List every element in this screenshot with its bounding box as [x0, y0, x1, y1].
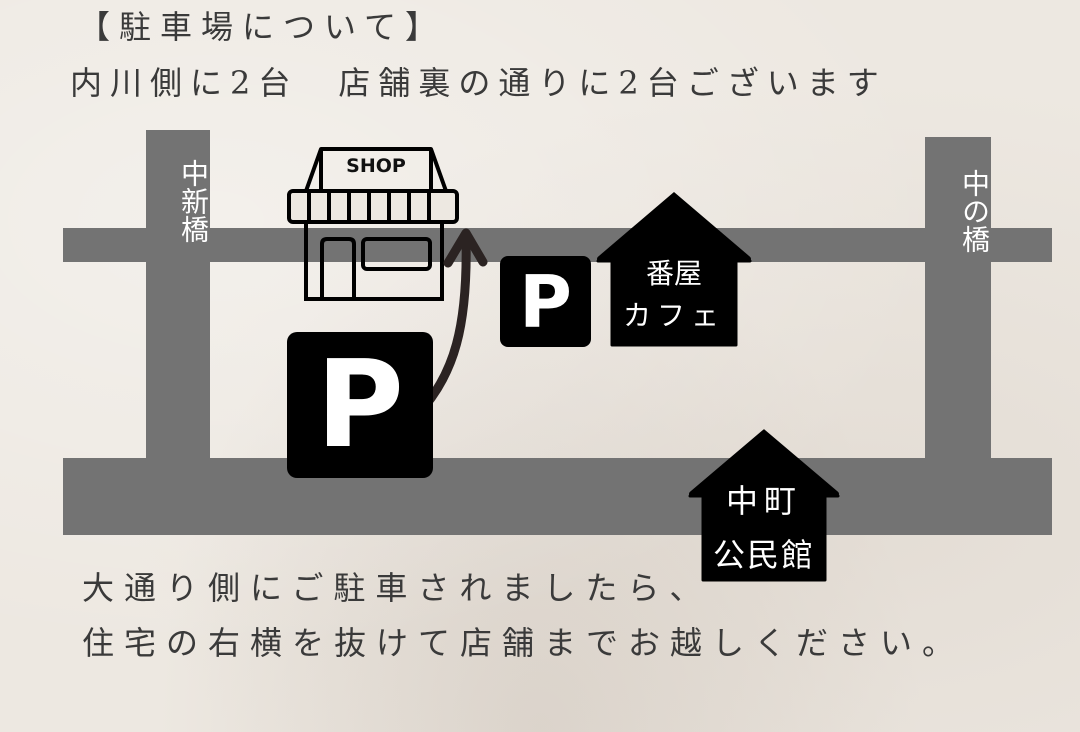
house-icon	[596, 192, 752, 347]
parking-sign-large: P	[287, 332, 433, 478]
hall-label-line2: 公民館	[712, 536, 815, 574]
hall-label-line1: 中町	[725, 482, 802, 520]
cafe-label-line1: 番屋	[645, 257, 702, 290]
left-bridge-label: 中新橋	[146, 146, 210, 256]
right-vertical-road	[925, 137, 991, 460]
cafe-label-line2: カフェ	[622, 299, 725, 332]
directions-note-line2: 住宅の右横を抜けて店舗までお越しください。	[82, 624, 965, 662]
landmark-nakamachi-community-hall: 中町 公民館	[688, 429, 840, 582]
shop-icon: SHOP	[286, 146, 460, 302]
right-bridge-label: 中の橋	[925, 156, 991, 266]
parking-sign-small: P	[500, 256, 591, 347]
landmark-banya-cafe: 番屋 カフェ	[596, 192, 752, 347]
bottom-road	[63, 458, 1052, 535]
parking-large-letter: P	[316, 335, 404, 475]
page-title: 【駐車場について】	[78, 8, 447, 46]
house-icon	[688, 429, 840, 582]
shop-sign-text: SHOP	[346, 155, 406, 177]
shop-building-icon	[287, 147, 459, 301]
right-bridge-text: 中の橋	[958, 169, 991, 253]
parking-small-letter: P	[519, 259, 572, 344]
directions-note-line1: 大通り側にご駐車されましたら、	[82, 569, 712, 607]
parking-summary: 内川側に2台 店舗裏の通りに2台ございます	[70, 64, 887, 102]
left-vertical-road	[146, 130, 210, 460]
left-bridge-text: 中新橋	[177, 159, 210, 243]
